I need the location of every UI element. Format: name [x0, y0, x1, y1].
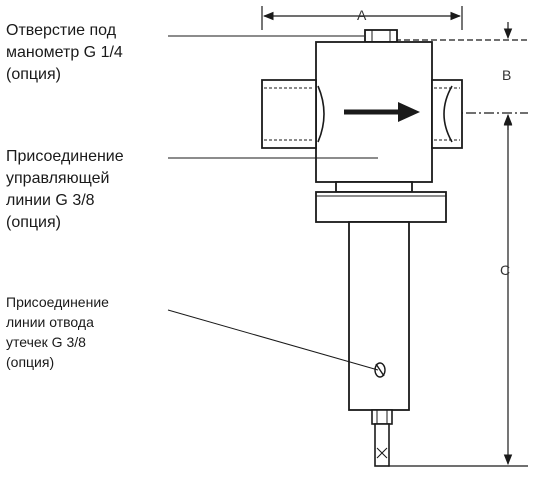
control-line-callout-line1: Присоединение	[6, 148, 124, 165]
dimension-c-label: C	[500, 262, 511, 278]
gauge-port-callout-line3: (опция)	[6, 66, 61, 83]
dimension-c	[388, 114, 528, 467]
flow-arrow	[344, 102, 420, 122]
dimension-b-label: B	[502, 67, 512, 83]
dimension-a-label: A	[357, 7, 367, 23]
control-line-callout-line3: линии G 3/8	[6, 192, 95, 209]
pipe-section-arcs	[317, 85, 453, 143]
leader-lines	[167, 35, 379, 371]
control-line-callout-line2: управляющей	[6, 170, 110, 187]
leak-line-callout-line1: Присоединение	[6, 294, 109, 310]
leak-line-callout-line3: утечек G 3/8	[6, 334, 86, 350]
bottom-fitting	[371, 409, 393, 467]
gauge-port-callout-line1: Отверстие под	[6, 22, 117, 39]
leak-port-mark	[374, 362, 386, 378]
valve-flange	[315, 181, 447, 223]
valve-cylinder	[348, 221, 410, 411]
dimension-a	[261, 6, 463, 30]
leak-line-callout-line4: (опция)	[6, 354, 55, 370]
control-line-callout-line4: (опция)	[6, 214, 61, 231]
gauge-port-callout-line2: манометр G 1/4	[6, 44, 123, 61]
pipe-internals	[264, 87, 460, 141]
valve-body	[261, 29, 463, 183]
leak-line-callout-line2: линии отвода	[6, 314, 94, 330]
